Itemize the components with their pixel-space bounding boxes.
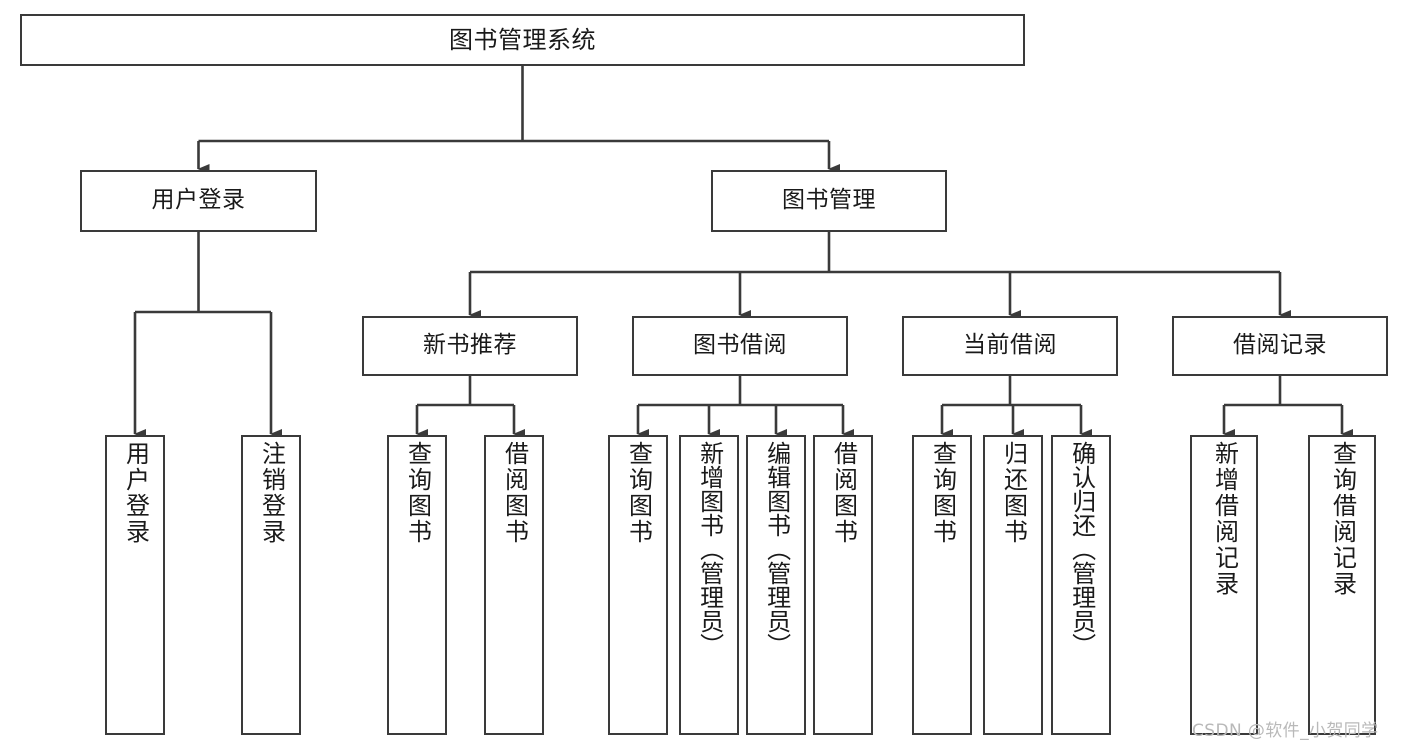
node-new-book-recommend[interactable]: 新书推荐 — [362, 316, 578, 376]
node-user-login[interactable]: 用户登录 — [80, 170, 317, 232]
node-label: 图书管理系统 — [449, 25, 596, 54]
node-book-manage[interactable]: 图书管理 — [711, 170, 947, 232]
leaf-logout-login[interactable]: 注销登录 — [241, 435, 301, 735]
node-label: 新增图书（管理员） — [695, 441, 724, 657]
node-label: 注销登录 — [257, 441, 286, 545]
node-label: 查询图书 — [928, 441, 957, 545]
leaf-edit-book-admin[interactable]: 编辑图书（管理员） — [746, 435, 806, 735]
node-label: 借阅图书 — [829, 441, 858, 545]
leaf-query-book-3[interactable]: 查询图书 — [912, 435, 972, 735]
leaf-borrow-book-1[interactable]: 借阅图书 — [484, 435, 544, 735]
node-label: 新增借阅记录 — [1210, 441, 1239, 597]
node-borrow-record[interactable]: 借阅记录 — [1172, 316, 1388, 376]
node-label: 查询图书 — [624, 441, 653, 545]
csdn-watermark: CSDN @软件_小贺同学 — [1192, 721, 1379, 741]
node-label: 借阅记录 — [1233, 332, 1327, 359]
node-book-borrow[interactable]: 图书借阅 — [632, 316, 848, 376]
leaf-query-book-2[interactable]: 查询图书 — [608, 435, 668, 735]
leaf-add-book-admin[interactable]: 新增图书（管理员） — [679, 435, 739, 735]
node-label: 图书借阅 — [693, 332, 787, 359]
node-label: 用户登录 — [151, 187, 246, 214]
leaf-return-book[interactable]: 归还图书 — [983, 435, 1043, 735]
leaf-confirm-return-admin[interactable]: 确认归还（管理员） — [1051, 435, 1111, 735]
node-label: 借阅图书 — [500, 441, 529, 545]
leaf-query-book-1[interactable]: 查询图书 — [387, 435, 447, 735]
leaf-add-borrow-record[interactable]: 新增借阅记录 — [1190, 435, 1258, 735]
node-label: 用户登录 — [121, 441, 150, 545]
leaf-query-borrow-record[interactable]: 查询借阅记录 — [1308, 435, 1376, 735]
node-root-system[interactable]: 图书管理系统 — [20, 14, 1025, 66]
leaf-user-login[interactable]: 用户登录 — [105, 435, 165, 735]
node-label: 图书管理 — [782, 187, 876, 214]
node-label: 当前借阅 — [963, 332, 1057, 359]
node-label: 新书推荐 — [423, 332, 517, 359]
node-label: 查询借阅记录 — [1328, 441, 1357, 597]
leaf-borrow-book-2[interactable]: 借阅图书 — [813, 435, 873, 735]
node-label: 确认归还（管理员） — [1067, 441, 1096, 657]
node-label: 编辑图书（管理员） — [762, 441, 791, 657]
node-label: 查询图书 — [403, 441, 432, 545]
node-label: 归还图书 — [999, 441, 1028, 545]
node-current-borrow[interactable]: 当前借阅 — [902, 316, 1118, 376]
